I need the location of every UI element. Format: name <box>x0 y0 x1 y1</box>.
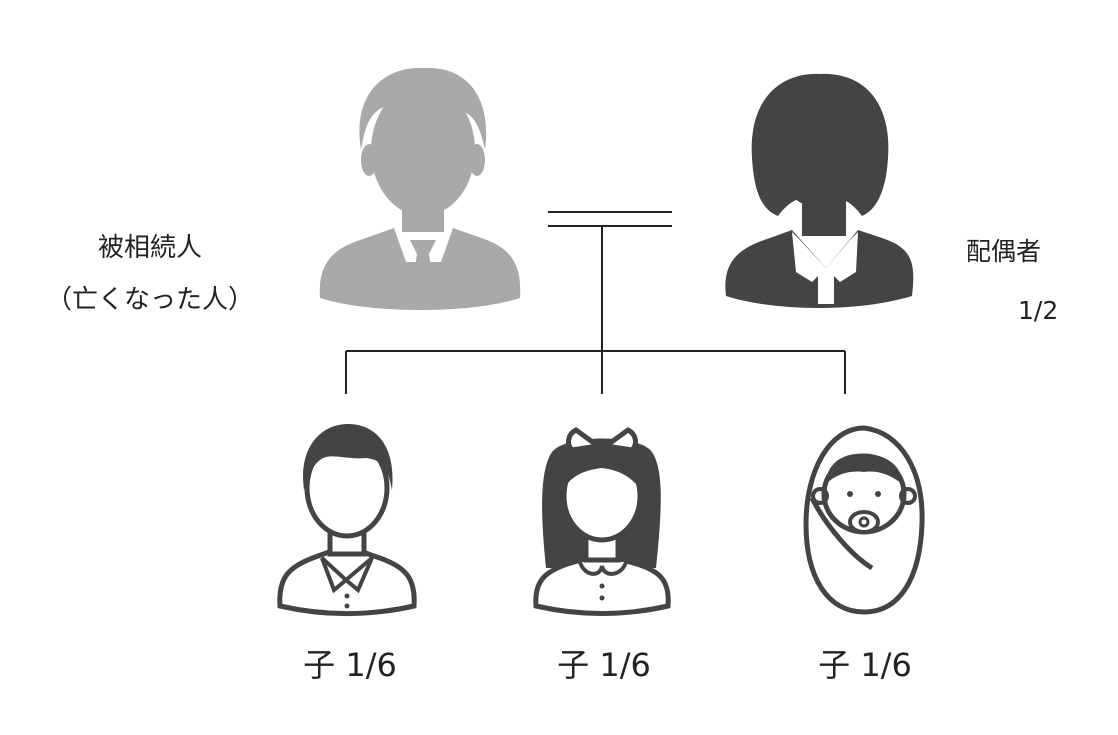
deceased-title: 被相続人 <box>97 233 202 263</box>
spouse-share: 1/2 <box>1018 296 1059 325</box>
spouse-label: 配偶者 <box>966 237 1042 266</box>
child-label-2: 子 1/6 <box>557 646 651 684</box>
spouse-woman-icon <box>725 73 914 308</box>
deceased-note: （亡くなった人） <box>45 285 254 315</box>
deceased-label: 被相続人 （亡くなった人） <box>30 222 270 326</box>
girl-icon <box>533 427 671 616</box>
baby-icon <box>803 425 925 615</box>
connector-lines <box>345 211 846 394</box>
deceased-man-icon <box>319 67 521 310</box>
boy-icon <box>277 424 417 616</box>
child-label-3: 子 1/6 <box>818 646 912 684</box>
child-label-1: 子 1/6 <box>303 646 397 684</box>
